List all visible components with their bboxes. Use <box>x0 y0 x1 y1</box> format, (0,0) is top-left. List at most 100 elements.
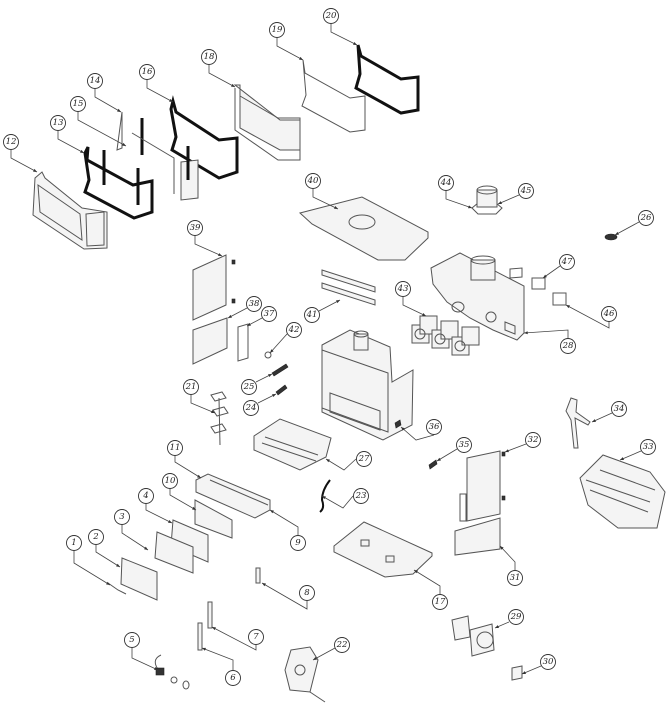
callout-35: 35 <box>456 437 472 453</box>
leader-line-32 <box>504 443 527 453</box>
callout-bubble <box>299 585 315 601</box>
callout-bubble <box>601 306 617 322</box>
part-side-panel <box>192 254 236 365</box>
callout-bubble <box>540 654 556 670</box>
callout-29: 29 <box>508 609 524 625</box>
part-trim-bold <box>354 44 420 115</box>
leader-line-10 <box>169 489 197 511</box>
part-latch <box>107 582 127 595</box>
leader-arrow-44 <box>468 205 472 209</box>
part-control-plate <box>170 519 209 563</box>
callout-number: 39 <box>190 223 201 233</box>
callout-number: 46 <box>603 309 615 319</box>
leader-line-2 <box>95 545 121 568</box>
leader-arrow-37 <box>247 322 251 326</box>
leader-arrow-2 <box>116 563 120 567</box>
leader-line-9 <box>269 509 299 535</box>
part-front-frame <box>32 171 108 250</box>
leader-arrow-6 <box>202 647 206 651</box>
callout-42: 42 <box>286 322 302 338</box>
callout-bubble <box>525 432 541 448</box>
part-pilot <box>255 567 261 584</box>
callout-number: 29 <box>510 612 522 622</box>
callout-7: 7 <box>248 629 264 645</box>
callout-number: 44 <box>440 178 452 188</box>
callout-bubble <box>138 488 154 504</box>
callout-bubble <box>3 134 19 150</box>
part-access-cover <box>194 499 233 539</box>
part-glass-plates <box>321 269 376 306</box>
callout-number: 37 <box>264 309 275 319</box>
leader-arrow-18 <box>231 83 235 87</box>
callout-bubble <box>286 322 302 338</box>
callout-bubble <box>162 473 178 489</box>
callout-bubble <box>323 8 339 24</box>
callout-bubble <box>183 379 199 395</box>
callout-34: 34 <box>611 401 627 417</box>
part-blower <box>451 615 495 657</box>
part-gasket-plate <box>552 292 567 306</box>
leader-line-15 <box>77 112 127 147</box>
part-switch <box>511 665 523 681</box>
callout-bubble <box>246 296 262 312</box>
callout-number: 7 <box>253 632 259 642</box>
callout-bubble <box>87 73 103 89</box>
leader-arrow-45 <box>498 201 502 204</box>
leader-arrow-31 <box>500 546 504 550</box>
part-glass-gasket <box>83 146 154 220</box>
callout-bubble <box>70 96 86 112</box>
leader-arrow-35 <box>437 457 441 461</box>
leader-arrow-23 <box>322 496 326 500</box>
leader-arrow-7 <box>212 627 216 631</box>
callout-16: 16 <box>139 64 155 80</box>
part-glass-clip <box>131 118 175 194</box>
callout-bubble <box>187 220 203 236</box>
callout-bubble <box>50 115 66 131</box>
leader-line-17 <box>413 569 441 594</box>
leader-arrow-21 <box>211 410 215 414</box>
part-access-door <box>120 557 158 601</box>
callout-number: 33 <box>643 442 654 452</box>
callout-26: 26 <box>638 210 654 226</box>
callout-number: 18 <box>204 52 215 62</box>
callout-bubble <box>305 173 321 189</box>
callout-14: 14 <box>87 73 103 89</box>
part-log-set <box>579 454 666 529</box>
callout-bubble <box>241 379 257 395</box>
leader-line-39 <box>194 236 223 257</box>
part-side-panel-right <box>454 450 506 556</box>
leader-arrow-9 <box>270 510 274 514</box>
callout-number: 8 <box>304 588 310 598</box>
part-orifice <box>264 351 272 359</box>
leader-line-23 <box>321 495 354 509</box>
leader-arrow-29 <box>495 625 499 628</box>
callout-30: 30 <box>540 654 556 670</box>
callout-number: 13 <box>53 118 64 128</box>
callout-bubble <box>248 629 264 645</box>
callout-number: 16 <box>142 67 153 77</box>
leader-arrow-15 <box>122 142 126 146</box>
callout-number: 6 <box>230 673 236 683</box>
callout-25: 25 <box>241 379 257 395</box>
part-control-plate-back <box>154 531 194 574</box>
part-gas-valve <box>284 646 326 703</box>
leader-line-44 <box>445 191 473 209</box>
part-firebox <box>321 329 414 441</box>
leader-arrow-38 <box>228 314 232 318</box>
callout-number: 43 <box>397 284 409 294</box>
leader-arrow-14 <box>117 108 121 112</box>
callout-bubble <box>167 440 183 456</box>
callout-number: 2 <box>92 532 98 542</box>
callout-number: 1 <box>71 538 76 548</box>
part-vent-collar <box>471 185 503 215</box>
callout-37: 37 <box>261 306 277 322</box>
callout-27: 27 <box>356 451 372 467</box>
callout-45: 45 <box>518 183 534 199</box>
callout-bubble <box>507 570 523 586</box>
leader-line-21 <box>190 395 216 414</box>
leader-arrow-22 <box>313 656 317 660</box>
callout-bubble <box>508 609 524 625</box>
callout-number: 34 <box>614 404 625 414</box>
leader-arrow-25 <box>268 374 272 378</box>
callout-number: 21 <box>185 382 197 392</box>
